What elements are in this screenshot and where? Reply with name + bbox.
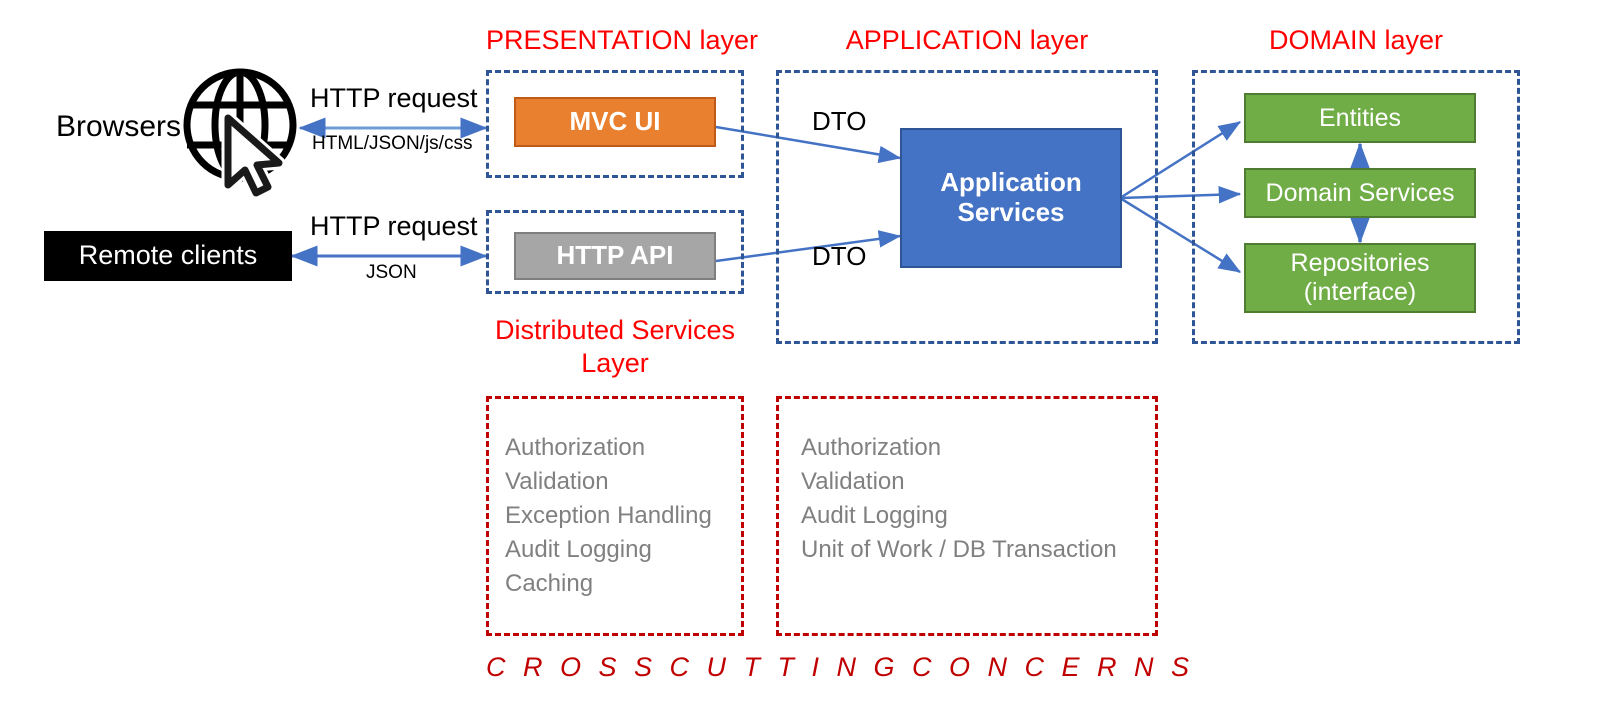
crosscut-item: Exception Handling [505,502,712,529]
application-services-label-line1: Application [940,167,1082,198]
crosscut-item: Unit of Work / DB Transaction [801,536,1117,563]
crosscut-item: Authorization [801,434,942,461]
remote-clients-node: Remote clients [44,231,292,281]
remote-response-label: JSON [366,262,417,283]
application-crosscutting-list: Authorization Validation Audit Logging U… [801,431,1155,567]
distributed-services-layer-title: Distributed Services Layer [486,314,744,380]
presentation-crosscutting-box: Authorization Validation Exception Handl… [486,396,744,636]
crosscut-item: Authorization [505,434,646,461]
repositories-label-line1: Repositories [1290,249,1430,278]
application-services-label-line2: Services [957,197,1065,227]
api-dto-label: DTO [812,241,867,271]
crosscut-item: Caching [505,570,594,597]
mvc-dto-label: DTO [812,106,867,136]
application-services-node[interactable]: Application Services [900,128,1122,268]
domain-layer-title: DOMAIN layer [1268,25,1444,55]
distributed-services-layer-title-line1: Distributed Services [494,315,736,345]
domain-layer-container [1192,70,1520,344]
globe-cursor-icon [183,68,297,182]
domain-services-node[interactable]: Domain Services [1244,168,1476,218]
application-layer-container [776,70,1158,344]
http-api-node[interactable]: HTTP API [514,232,716,280]
entities-node[interactable]: Entities [1244,93,1476,143]
repositories-label-line2: (interface) [1303,278,1417,306]
crosscut-item: Validation [505,468,609,495]
presentation-crosscutting-list: Authorization Validation Exception Handl… [505,431,741,601]
crosscutting-footer-label: C R O S S C U T T I N G C O N C E R N S [486,652,1195,682]
browsers-label: Browsers [56,110,182,143]
browser-request-label: HTTP request [310,83,478,113]
browser-response-label: HTML/JSON/js/css [312,133,473,154]
presentation-layer-title: PRESENTATION layer [486,25,759,55]
application-layer-title: APPLICATION layer [845,25,1089,55]
remote-request-label: HTTP request [310,211,478,241]
crosscut-item: Audit Logging [505,536,652,563]
repositories-node[interactable]: Repositories (interface) [1244,243,1476,313]
distributed-services-container [486,210,744,294]
presentation-layer-container [486,70,744,178]
application-crosscutting-box: Authorization Validation Audit Logging U… [776,396,1158,636]
crosscut-item: Audit Logging [801,502,948,529]
crosscut-item: Validation [801,468,905,495]
cursor-arrow-icon [221,111,286,200]
mvc-ui-node[interactable]: MVC UI [514,97,716,147]
distributed-services-layer-title-line2: Layer [581,348,649,378]
